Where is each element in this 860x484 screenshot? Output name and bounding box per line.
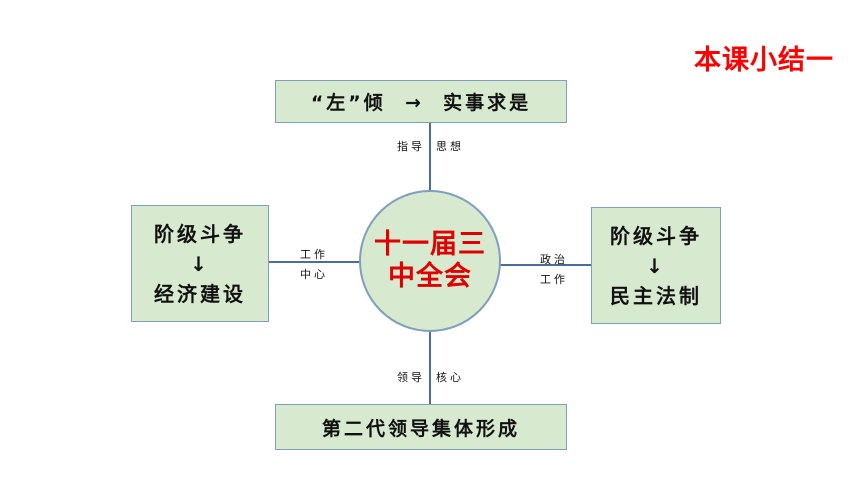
connector-line-top — [429, 123, 431, 190]
left-box-line2: 经济建设 — [154, 281, 246, 306]
connector-label-right-1: 政治 — [540, 253, 568, 266]
center-line1: 十一届三 — [374, 229, 486, 260]
left-box-arrow: ↓ — [190, 251, 210, 276]
connector-label-left-1: 工作 — [300, 248, 328, 261]
connector-label-top-left: 指导 — [397, 140, 425, 153]
top-box-text: “左”倾 → 实事求是 — [310, 92, 532, 114]
right-box-line2: 民主法制 — [610, 283, 702, 308]
top-box: “左”倾 → 实事求是 — [275, 80, 567, 123]
connector-line-bottom — [429, 332, 431, 404]
connector-label-top-right: 思想 — [436, 140, 464, 153]
connector-label-left-2: 中心 — [300, 268, 328, 281]
connector-label-bottom-left: 领导 — [397, 371, 425, 384]
connector-label-right-2: 工作 — [540, 273, 568, 286]
right-box-line1: 阶级斗争 — [610, 223, 702, 248]
bottom-box-text: 第二代领导集体形成 — [321, 417, 520, 440]
left-box-line1: 阶级斗争 — [154, 221, 246, 246]
connector-line-left — [269, 261, 360, 263]
center-line2: 中全会 — [388, 261, 472, 292]
left-box: 阶级斗争 ↓ 经济建设 — [131, 205, 269, 322]
right-box-arrow: ↓ — [646, 253, 666, 278]
summary-title: 本课小结一 — [694, 45, 834, 76]
connector-label-bottom-right: 核心 — [436, 371, 464, 384]
connector-line-right — [500, 264, 591, 266]
right-box: 阶级斗争 ↓ 民主法制 — [591, 207, 721, 324]
center-circle: 十一届三 中全会 — [359, 190, 501, 332]
bottom-box: 第二代领导集体形成 — [275, 404, 567, 450]
